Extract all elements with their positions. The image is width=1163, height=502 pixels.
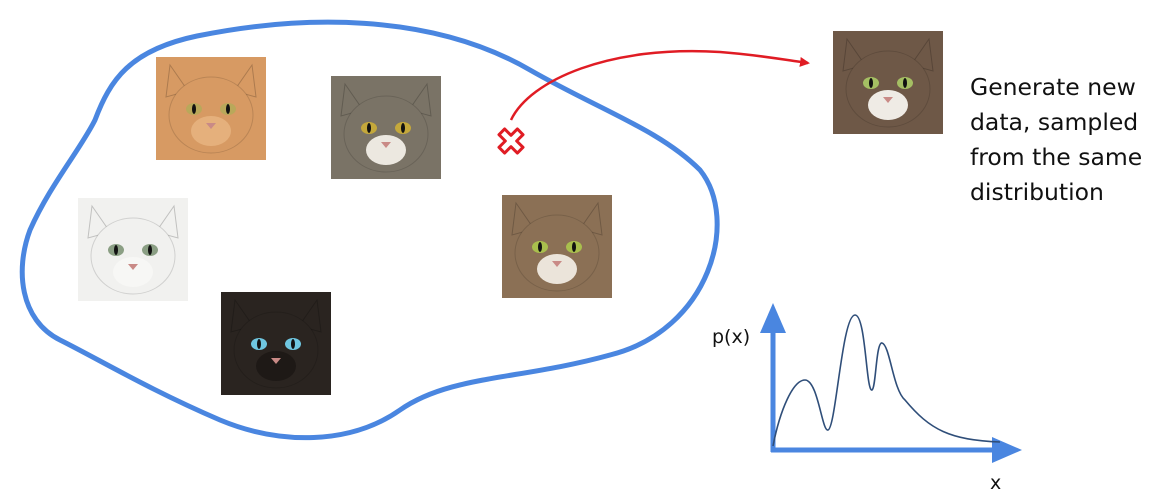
x-axis-label: x [990, 472, 1002, 494]
y-axis-arrowhead [760, 303, 786, 333]
y-axis-label: p(x) [712, 326, 751, 348]
caption-line: data, sampled [970, 108, 1139, 136]
caption-line: distribution [970, 178, 1104, 206]
sample-point-marker [497, 127, 525, 155]
generation-caption: Generate new data, sampled from the same… [970, 70, 1160, 210]
orange-tabby-cat-image [156, 57, 266, 160]
gray-tabby-cat-image [331, 76, 441, 179]
density-curve [772, 314, 1001, 447]
siamese-cat-image [221, 292, 331, 395]
generated-calico-cat-image [833, 31, 943, 134]
x-axis-arrowhead [992, 437, 1022, 463]
generation-arrow [509, 49, 810, 121]
density-plot [760, 303, 1022, 463]
caption-line: from the same [970, 143, 1143, 171]
distribution-boundary [19, 19, 720, 441]
white-cat-image [78, 198, 188, 301]
tabby-cat-in-grass-image [502, 195, 612, 298]
caption-line: Generate new [970, 73, 1136, 101]
